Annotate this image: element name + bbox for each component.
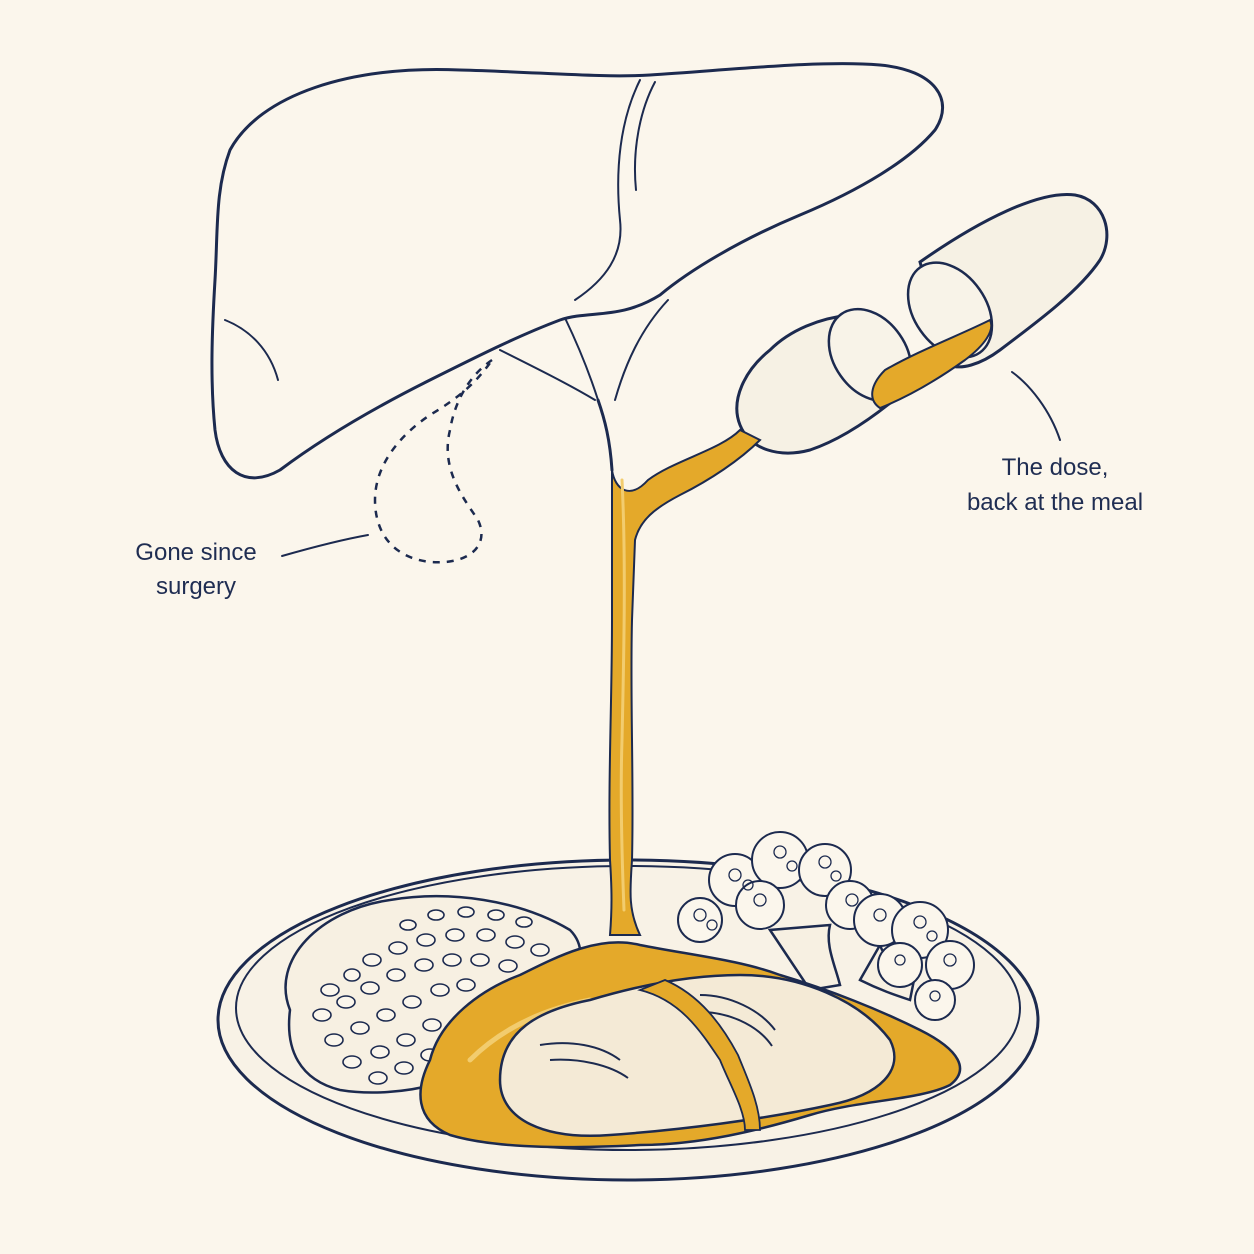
liver-icon <box>210 62 945 480</box>
capsule-leader-line <box>1011 371 1061 441</box>
capsule-icon <box>735 192 1109 455</box>
broccoli-icon <box>677 831 975 1021</box>
bile-duct <box>499 299 669 472</box>
gallbladder-label-line2: surgery <box>156 573 236 600</box>
bile-stream <box>608 318 993 936</box>
capsule-label-line1: The dose, <box>1002 454 1109 481</box>
capsule-label-line2: back at the meal <box>967 489 1143 516</box>
gallbladder-label-line1: Gone since <box>135 539 256 566</box>
gallbladder-leader-line <box>281 534 369 557</box>
chicken-icon <box>498 973 896 1137</box>
